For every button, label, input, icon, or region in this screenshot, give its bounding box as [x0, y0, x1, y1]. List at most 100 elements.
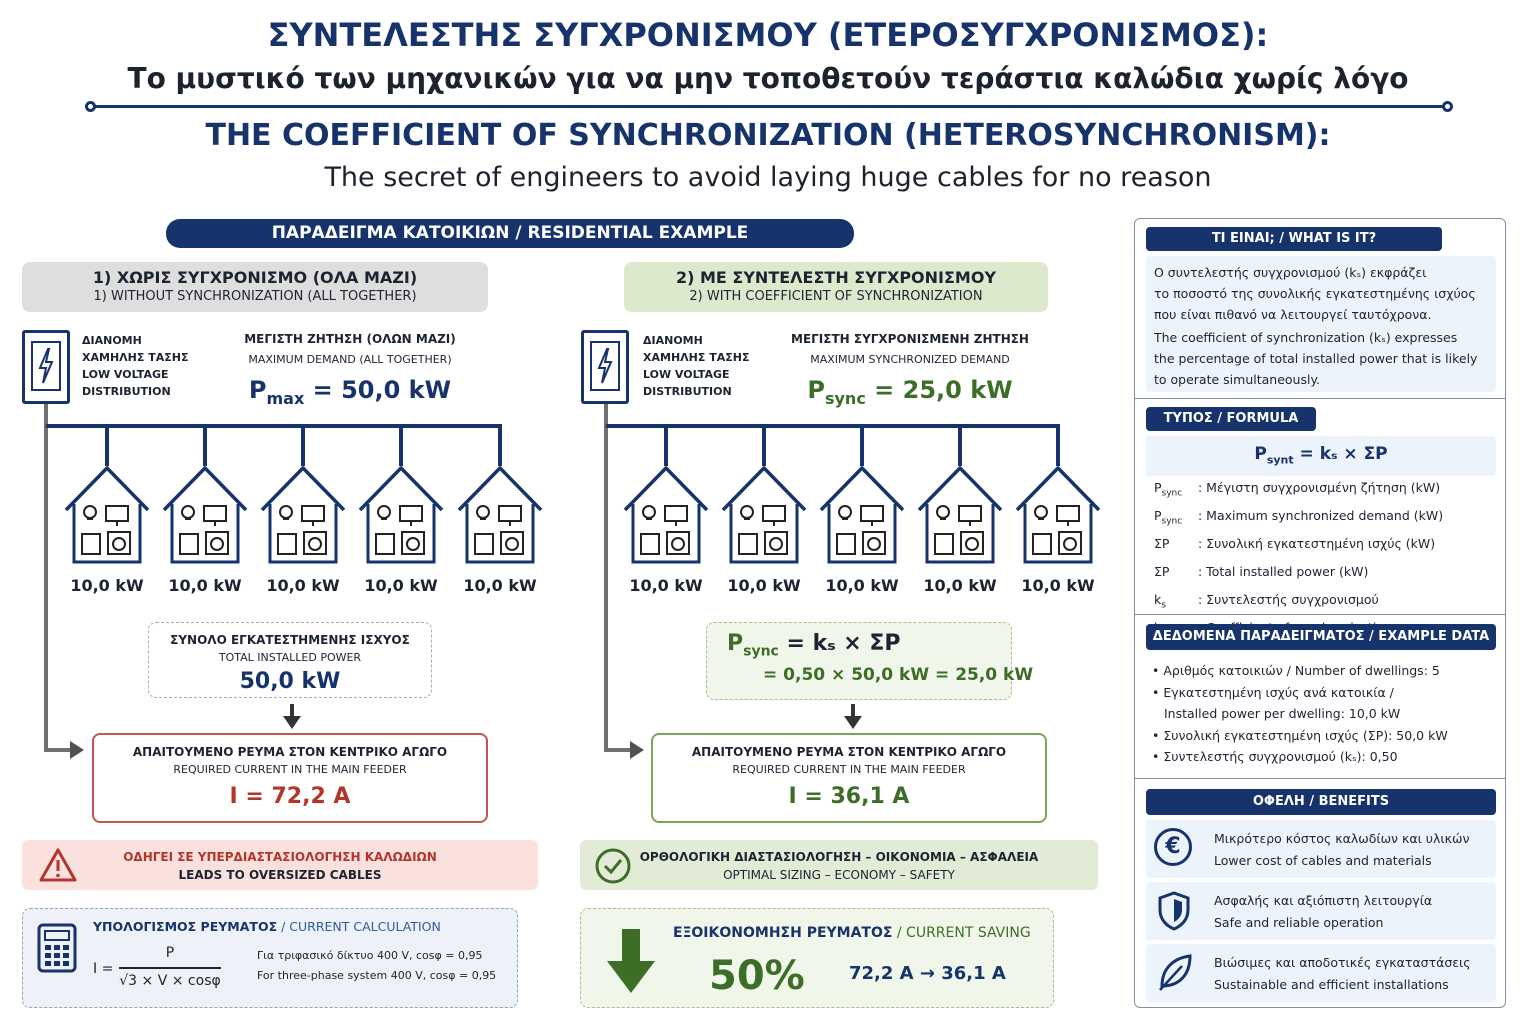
formula-title: ΤΥΠΟΣ / FORMULA	[1146, 407, 1316, 431]
case2-house-power: 10,0 kW	[825, 576, 899, 595]
house-icon	[721, 466, 807, 564]
case1-house-power: 10,0 kW	[266, 576, 340, 595]
case2-demand-greek: ΜΕΓΙΣΤΗ ΣΥΓΧΡΟΝΙΣΜΕΝΗ ΖΗΤΗΣΗ	[791, 332, 1029, 346]
benefit-english: Lower cost of cables and materials	[1214, 853, 1432, 868]
subtitle-greek: Το μυστικό των μηχανικών για να μην τοπο…	[127, 62, 1409, 95]
calc-note-english: For three-phase system 400 V, cosφ = 0,9…	[257, 969, 497, 982]
benefit-greek: Μικρότερο κόστος καλωδίων και υλικών	[1214, 831, 1470, 846]
divider-left-dot	[85, 101, 96, 112]
case1-house	[258, 462, 348, 570]
case2-title-english: 2) WITH COEFFICIENT OF SYNCHRONIZATION	[689, 289, 983, 304]
case1-demand-greek: ΜΕΓΙΣΤΗ ΖΗΤΗΣΗ (ΟΛΩΝ ΜΑΖΙ)	[244, 332, 456, 346]
case2-house	[719, 462, 809, 570]
case2-current-english: REQUIRED CURRENT IN THE MAIN FEEDER	[732, 763, 966, 776]
case2-down-arrow	[844, 704, 862, 729]
case1-warning-greek: ΟΔΗΓΕΙ ΣΕ ΥΠΕΡΔΙΑΣΤΑΣΙΟΛΟΓΗΣΗ ΚΑΛΩΔΙΩΝ	[123, 850, 437, 864]
case1-header: 1) ΧΩΡΙΣ ΣΥΓΧΡΟΝΙΣΜΟ (ΟΛΑ ΜΑΖΙ) 1) WITHO…	[22, 262, 488, 312]
calc-title: ΥΠΟΛΟΓΙΣΜΟΣ ΡΕΥΜΑΤΟΣ / CURRENT CALCULATI…	[93, 919, 441, 934]
residential-example-label: ΠΑΡΑΔΕΙΓΜΑ ΚΑΤΟΙΚΙΩΝ / RESIDENTIAL EXAMP…	[166, 219, 854, 248]
case1-house-power: 10,0 kW	[168, 576, 242, 595]
current-saving-box: ΕΞΟΙΚΟΝΟΜΗΣΗ ΡΕΥΜΑΤΟΣ / CURRENT SAVING 5…	[580, 908, 1054, 1008]
data-item: • Συνολική εγκατεστημένη ισχύς (ΣP): 50,…	[1152, 727, 1448, 743]
example-data-title: ΔΕΔΟΜΕΝΑ ΠΑΡΑΔΕΙΓΜΑΤΟΣ / EXAMPLE DATA	[1146, 624, 1496, 650]
definition-row: ΣP: Συνολική εγκατεστημένη ισχύς (kW)	[1154, 536, 1436, 551]
sidebar-divider	[1134, 614, 1506, 615]
case1-total-english: TOTAL INSTALLED POWER	[218, 651, 362, 664]
benefit-greek: Ασφαλής και αξιόπιστη λειτουργία	[1214, 893, 1433, 908]
lightning-icon	[38, 348, 54, 384]
case2-current-box: ΑΠΑΙΤΟΥΜΕΝΟ ΡΕΥΜΑ ΣΤΟΝ ΚΕΝΤΡΙΚΟ ΑΓΩΓΟ RE…	[651, 733, 1047, 823]
case1-pmax-value: Pmax = 50,0 kW	[248, 376, 452, 408]
case1-house-power: 10,0 kW	[364, 576, 438, 595]
case2-panel-door	[590, 341, 620, 391]
case2-psync-value: Psync = 25,0 kW	[807, 376, 1013, 408]
case2-ok-greek: ΟΡΘΟΛΟΓΙΚΗ ΔΙΑΣΤΑΣΙΟΛΟΓΗΣΗ – ΟΙΚΟΝΟΜΙΑ –…	[639, 850, 1039, 864]
calc-denominator: √3 × V × cosφ	[119, 973, 221, 989]
what-is-it-title: ΤΙ ΕΙΝΑΙ; / WHAT IS IT?	[1146, 227, 1442, 251]
calc-numerator: P	[165, 945, 175, 961]
case2-ok-banner: ΟΡΘΟΛΟΓΙΚΗ ΔΙΑΣΤΑΣΙΟΛΟΓΗΣΗ – ΟΙΚΟΝΟΜΙΑ –…	[580, 840, 1098, 890]
case2-header: 2) ΜΕ ΣΥΝΤΕΛΕΣΤΗ ΣΥΓΧΡΟΝΙΣΜΟΥ 2) WITH CO…	[624, 262, 1048, 312]
saving-title: ΕΞΟΙΚΟΝΟΜΗΣΗ ΡΕΥΜΑΤΟΣ / CURRENT SAVING	[673, 925, 1031, 941]
shield-icon	[1158, 891, 1190, 931]
case1-house-power: 10,0 kW	[463, 576, 537, 595]
formula-card: Psynt = kₛ × ΣP	[1146, 436, 1496, 476]
what-is-it-english: The coefficient of synchronization (kₛ) …	[1154, 330, 1478, 387]
leaf-icon	[1159, 954, 1192, 991]
case2-distribution-panel	[581, 330, 629, 404]
case2-feeder-lines	[604, 404, 1060, 759]
case2-title-greek: 2) ΜΕ ΣΥΝΤΕΛΕΣΤΗ ΣΥΓΧΡΟΝΙΣΜΟΥ	[675, 268, 997, 287]
sidebar-divider	[1134, 398, 1506, 399]
house-icon	[917, 466, 1003, 564]
case1-house	[356, 462, 446, 570]
saving-detail: 72,2 A → 36,1 A	[849, 963, 1006, 984]
benefit-english: Safe and reliable operation	[1214, 915, 1384, 930]
case2-formula-main: Psync = kₛ × ΣP	[727, 631, 901, 660]
case2-house	[817, 462, 907, 570]
case2-demand-english: MAXIMUM SYNCHRONIZED DEMAND	[810, 353, 1010, 366]
calc-note-greek: Για τριφασικό δίκτυο 400 V, cosφ = 0,95	[257, 949, 483, 962]
saving-percent: 50%	[709, 953, 805, 999]
case1-title-greek: 1) ΧΩΡΙΣ ΣΥΓΧΡΟΝΙΣΜΟ (ΟΛΑ ΜΑΖΙ)	[92, 268, 418, 287]
case1-total-greek: ΣΥΝΟΛΟ ΕΓΚΑΤΕΣΤΗΜΕΝΗΣ ΙΣΧΥΟΣ	[170, 633, 410, 647]
data-item: • Εγκατεστημένη ισχύς ανά κατοικία /	[1152, 684, 1394, 700]
case2-house	[621, 462, 711, 570]
case1-warning-english: LEADS TO OVERSIZED CABLES	[178, 868, 382, 882]
house-icon	[162, 466, 248, 564]
definition-row: ks: Συντελεστής συγχρονισμού	[1154, 592, 1379, 611]
case2-house	[915, 462, 1005, 570]
case2-current-greek: ΑΠΑΙΤΟΥΜΕΝΟ ΡΕΥΜΑ ΣΤΟΝ ΚΕΝΤΡΙΚΟ ΑΓΩΓΟ	[691, 745, 1007, 759]
sidebar-divider	[1134, 778, 1506, 779]
data-item: • Συντελεστής συγχρονισμού (kₛ): 0,50	[1152, 749, 1398, 764]
case1-feeder-lines	[44, 404, 502, 759]
house-icon	[260, 466, 346, 564]
benefits-title: ΟΦΕΛΗ / BENEFITS	[1146, 789, 1496, 815]
case2-house	[1013, 462, 1103, 570]
case2-ok-english: OPTIMAL SIZING – ECONOMY – SAFETY	[723, 868, 955, 882]
lightning-icon	[597, 348, 613, 384]
calc-lhs: I =	[93, 961, 114, 977]
case1-demand-english: MAXIMUM DEMAND (ALL TOGETHER)	[248, 353, 452, 366]
case2-house-power: 10,0 kW	[629, 576, 703, 595]
calc-fraction-bar	[119, 967, 221, 969]
case1-current-english: REQUIRED CURRENT IN THE MAIN FEEDER	[173, 763, 407, 776]
benefit-greek: Βιώσιμες και αποδοτικές εγκαταστάσεις	[1214, 955, 1471, 970]
warning-icon	[39, 848, 77, 882]
check-circle-icon	[595, 848, 631, 884]
case1-total-value: 50,0 kW	[239, 669, 341, 694]
formula-definitions: Psync: Μέγιστη συγχρονισμένη ζήτηση (kW)…	[1154, 477, 1443, 645]
case1-current-greek: ΑΠΑΙΤΟΥΜΕΝΟ ΡΕΥΜΑ ΣΤΟΝ ΚΕΝΤΡΙΚΟ ΑΓΩΓΟ	[132, 745, 448, 759]
data-item: Installed power per dwelling: 10,0 kW	[1164, 706, 1401, 721]
arrow-down-icon	[607, 929, 655, 993]
house-icon	[819, 466, 905, 564]
calculator-icon	[37, 923, 77, 973]
formula-expression: Psynt = kₛ × ΣP	[1254, 444, 1388, 467]
case1-current-box: ΑΠΑΙΤΟΥΜΕΝΟ ΡΕΥΜΑ ΣΤΟΝ ΚΕΝΤΡΙΚΟ ΑΓΩΓΟ RE…	[92, 733, 488, 823]
case2-formula-calc: = 0,50 × 50,0 kW = 25,0 kW	[763, 665, 1034, 685]
benefit-item: Ασφαλής και αξιόπιστη λειτουργία Safe an…	[1146, 882, 1496, 940]
header-divider	[90, 105, 1448, 108]
case2-house-power: 10,0 kW	[727, 576, 801, 595]
house-icon	[623, 466, 709, 564]
